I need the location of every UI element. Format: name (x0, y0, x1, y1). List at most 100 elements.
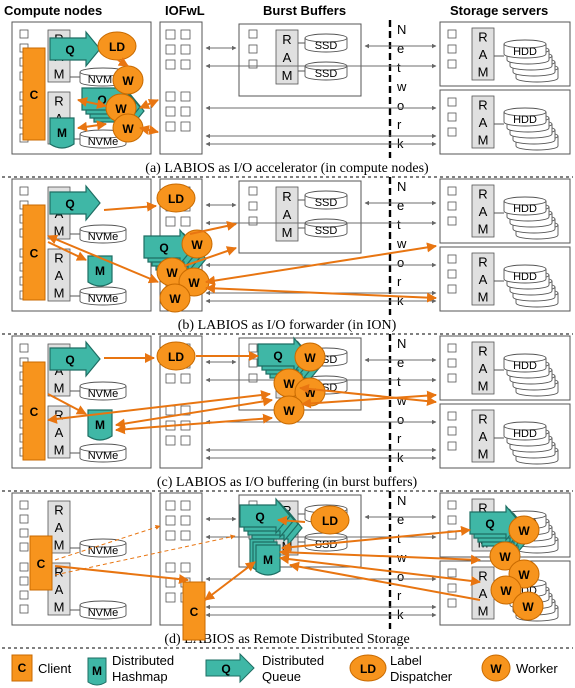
network-letter: k (397, 293, 404, 308)
worker-label: W (166, 266, 178, 280)
ram-letter: M (478, 221, 489, 236)
worker-icon (508, 515, 540, 545)
slot-square (165, 435, 176, 446)
worker-icon (159, 283, 191, 313)
hashmap-label: M (57, 126, 67, 140)
slot-square (447, 358, 457, 368)
slot-square (165, 530, 176, 541)
network-letter: w (396, 236, 407, 251)
client-box (29, 535, 53, 591)
data-flow-arrow (47, 234, 159, 284)
worker-label: W (518, 568, 530, 582)
nvme-drive-label: NVMe (88, 545, 119, 557)
data-flow-arrow (139, 125, 159, 135)
worker-icon (489, 541, 521, 571)
data-flow-arrow (77, 120, 107, 132)
legend-hashmap-icon (87, 657, 107, 686)
ram-letter: R (478, 344, 487, 359)
slot-square (447, 515, 457, 525)
legend-worker-symbol: W (490, 662, 502, 676)
worker-label: W (500, 584, 512, 598)
slot-square (180, 562, 191, 573)
ram-letter: M (478, 378, 489, 393)
network-letter: r (397, 274, 402, 289)
slot-square (248, 59, 258, 69)
data-flow-arrow (139, 99, 159, 109)
slot-square (248, 44, 258, 54)
slot-square (165, 592, 176, 603)
worker-icon (490, 575, 522, 605)
slot-square (165, 562, 176, 573)
hdd-disk-top (503, 421, 547, 431)
ram-letter: R (478, 30, 487, 45)
ram-letter: M (54, 223, 65, 238)
ram-letter: M (282, 68, 293, 83)
data-flow-arrow (301, 390, 437, 409)
network-letter: r (397, 117, 402, 132)
slot-square (19, 528, 29, 538)
slot-square (447, 127, 457, 137)
hdd-disk-label: HDD (513, 360, 537, 372)
ram-letter: R (54, 503, 63, 518)
slot-square (165, 91, 176, 102)
ram-letter: R (282, 189, 291, 204)
hashmap-label: M (95, 418, 105, 432)
slot-square (447, 216, 457, 226)
worker-label: W (169, 292, 181, 306)
network-letter: k (397, 450, 404, 465)
nvme-drive-label: NVMe (88, 388, 119, 400)
slot-square (165, 121, 176, 132)
ram-block (471, 27, 495, 81)
ram-letter: R (478, 412, 487, 427)
hashmap-label: M (263, 553, 273, 567)
network-letter: N (397, 336, 406, 351)
legend-hashmap-symbol: M (92, 664, 102, 678)
ram-letter: A (479, 429, 488, 444)
ram-letter: M (54, 66, 65, 81)
data-flow-arrow (279, 554, 481, 586)
slot-square (447, 29, 457, 39)
worker-label: W (518, 524, 530, 538)
ram-letter: M (54, 599, 65, 614)
ram-letter: A (479, 361, 488, 376)
ssd-drive-label: SSD (315, 197, 338, 209)
slot-square (165, 515, 176, 526)
ram-letter: A (479, 586, 488, 601)
network-letter: w (396, 79, 407, 94)
caption-b: (b) LABIOS as I/O forwarder (in ION) (178, 318, 397, 333)
slot-square (447, 269, 457, 279)
ram-letter: R (478, 255, 487, 270)
ram-letter: R (478, 501, 487, 516)
slot-square (447, 186, 457, 196)
ram-letter: M (478, 132, 489, 147)
client-label: C (190, 605, 199, 619)
slot-square (447, 583, 457, 593)
network-letter: e (397, 41, 404, 56)
ram-block (47, 500, 71, 554)
slot-square (248, 373, 258, 383)
header-iofwl: IOFwL (165, 3, 205, 18)
client-box (22, 47, 46, 141)
slot-square (165, 216, 176, 227)
worker-label: W (191, 238, 203, 252)
hdd-disk-top (503, 39, 547, 49)
nvme-drive-top (79, 224, 127, 234)
hdd-disk-label: HDD (513, 46, 537, 58)
dispatcher-label: LD (168, 192, 184, 206)
slot-square (248, 358, 258, 368)
client-label: C (30, 247, 39, 261)
hdd-disk-label: HDD (513, 428, 537, 440)
slot-square (19, 604, 29, 614)
slot-square (248, 186, 258, 196)
slot-square (447, 568, 457, 578)
ram-letter: M (282, 225, 293, 240)
ram-letter: R (54, 251, 63, 266)
dispatcher-label: LD (168, 350, 184, 364)
network-letter: r (397, 431, 402, 446)
slot-square (180, 91, 191, 102)
queue-label: Q (255, 510, 264, 524)
nvme-drive-label: NVMe (88, 136, 119, 148)
legend-client-icon (11, 654, 33, 682)
worker-label: W (188, 276, 200, 290)
